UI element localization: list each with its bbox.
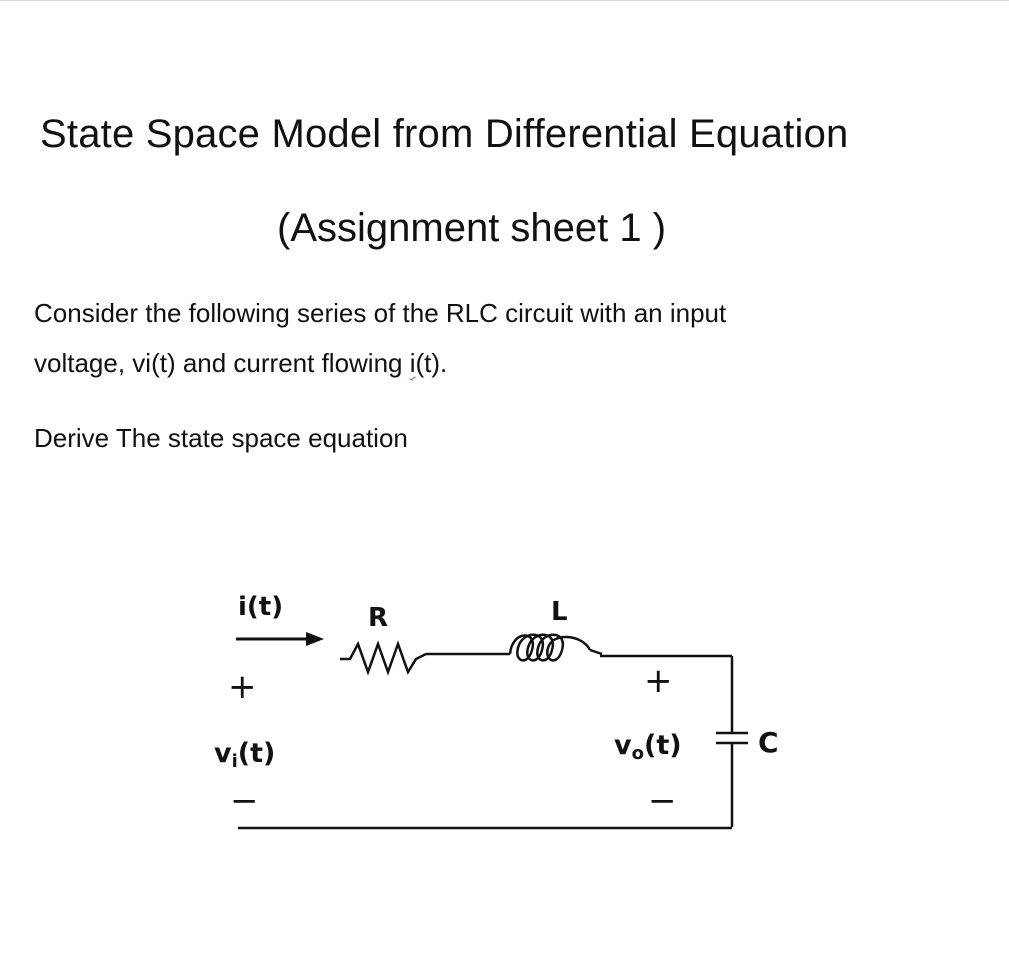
rlc-circuit-diagram: i(t) R L C + vi(t) − + vo(t) − <box>214 592 779 830</box>
document-title: State Space Model from Differential Equa… <box>40 112 849 156</box>
resistor-label: R <box>368 603 388 633</box>
output-voltage-label: vo(t) <box>614 730 682 764</box>
paragraph-1-line-1: Consider the following series of the RLC… <box>34 298 727 328</box>
inductor-symbol <box>508 633 592 662</box>
output-minus-sign: − <box>648 781 677 821</box>
output-plus-sign: + <box>644 661 673 701</box>
paragraph-text: (t). <box>415 348 448 378</box>
input-minus-sign: − <box>230 781 259 821</box>
top-border <box>0 0 1009 1</box>
current-arrow-icon <box>306 632 324 646</box>
spellcheck-flagged-word[interactable]: i <box>409 348 416 378</box>
input-voltage-label: vi(t) <box>214 738 275 772</box>
inductor-label: L <box>551 597 568 627</box>
resistor-symbol <box>340 640 427 676</box>
input-plus-sign: + <box>228 667 257 707</box>
paragraph-1-line-2: voltage, vi(t) and current flowing i(t). <box>34 346 447 380</box>
capacitor-label: C <box>758 726 779 759</box>
wire-l-stub <box>589 648 603 656</box>
document-subtitle: (Assignment sheet 1 ) <box>277 206 667 250</box>
paragraph-2: Derive The state space equation <box>34 423 408 453</box>
current-label: i(t) <box>238 592 283 622</box>
paragraph-text: voltage, vi(t) and current flowing <box>34 348 410 378</box>
